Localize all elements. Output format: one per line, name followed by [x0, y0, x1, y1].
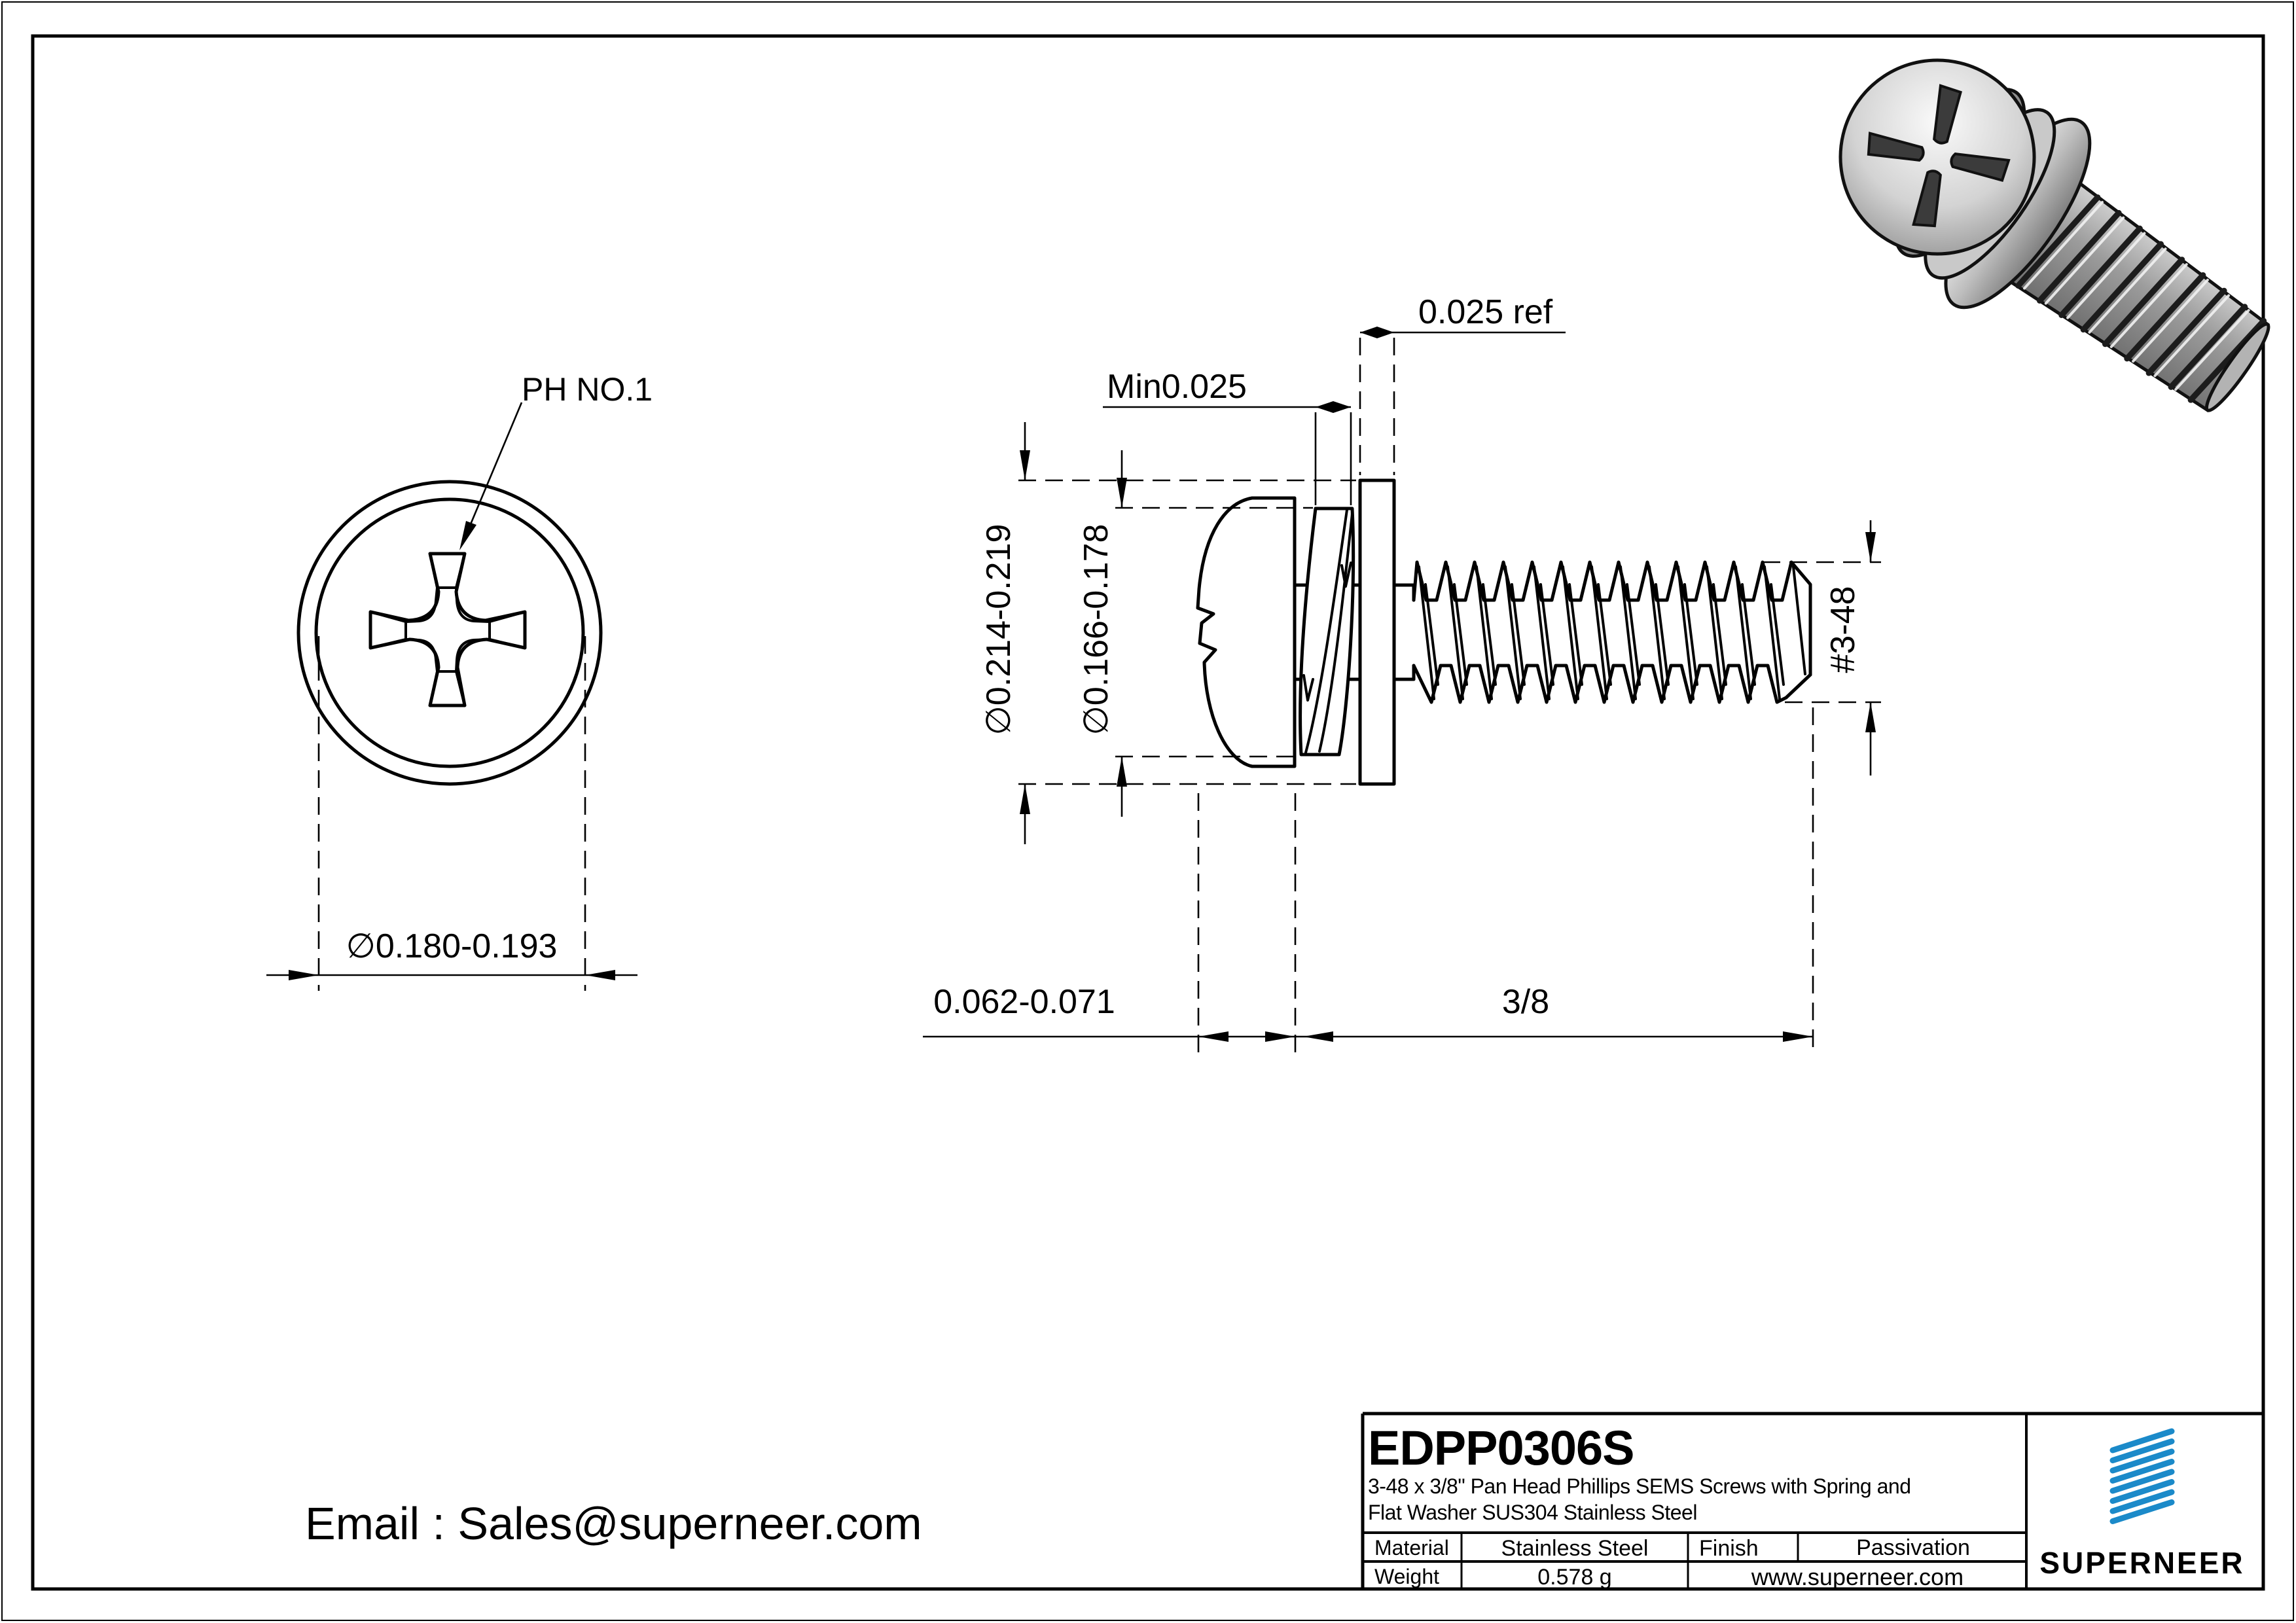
- spring-washer-thickness-text: Min0.025: [1107, 368, 1247, 406]
- title-block: EDPP0306S 3-48 x 3/8" Pan Head Phillips …: [1361, 1412, 2263, 1590]
- material-label: Material: [1374, 1536, 1449, 1560]
- drive-label: PH NO.1: [522, 371, 653, 408]
- description-line2: Flat Washer SUS304 Stainless Steel: [1368, 1501, 1697, 1524]
- head-outline-front: [314, 497, 585, 768]
- flat-washer-od-dimension: ∅0.214-0.219: [980, 422, 1356, 844]
- flat-washer-od-text: ∅0.214-0.219: [980, 524, 1018, 736]
- finish-label: Finish: [1699, 1536, 1759, 1561]
- title-block-lines: [1361, 1412, 2263, 1589]
- finish-value: Passivation: [1856, 1535, 1970, 1560]
- description-line1: 3-48 x 3/8" Pan Head Phillips SEMS Screw…: [1368, 1474, 1911, 1498]
- website-link[interactable]: www.superneer.com: [1751, 1563, 1964, 1590]
- logo-stripes-icon: [2109, 1428, 2175, 1524]
- contact-email: Email : Sales@superneer.com: [305, 1498, 922, 1549]
- material-value: Stainless Steel: [1501, 1536, 1649, 1561]
- part-number: EDPP0306S: [1368, 1421, 1634, 1475]
- threaded-shaft: [1412, 560, 1812, 704]
- spring-washer-od-text: ∅0.166-0.178: [1077, 524, 1115, 736]
- front-head-dia-dimension: ∅0.180-0.193: [266, 636, 637, 991]
- thread-callout-dimension: #3-48: [1763, 520, 1881, 776]
- pan-head-side: [1196, 496, 1297, 768]
- flat-washer-side: [1358, 478, 1396, 786]
- head-height-text: 0.062-0.071: [933, 983, 1115, 1021]
- spring-washer-thickness-dimension: Min0.025: [1103, 368, 1352, 505]
- flat-washer-thickness-text: 0.025 ref: [1418, 293, 1553, 331]
- drive-callout: PH NO.1: [459, 371, 653, 550]
- thread-callout-text: #3-48: [1824, 586, 1862, 673]
- brand-wordmark: SUPERNEER: [2039, 1546, 2244, 1580]
- screw-3d-render: [1839, 58, 2270, 413]
- side-view: ∅0.214-0.219 ∅0.166-0.178 Min0.025: [923, 293, 1881, 1056]
- spring-washer-side: [1299, 507, 1355, 757]
- brand-logo: SUPERNEER: [2039, 1428, 2244, 1580]
- flat-washer-outline-front: [296, 480, 603, 786]
- weight-value: 0.578 g: [1537, 1565, 1611, 1590]
- spring-washer-od-dimension: ∅0.166-0.178: [1077, 450, 1313, 817]
- screw-length-text: 3/8: [1502, 983, 1549, 1021]
- front-head-dia-text: ∅0.180-0.193: [346, 927, 558, 965]
- weight-label: Weight: [1374, 1565, 1439, 1588]
- length-dimensions: 0.062-0.071 3/8: [923, 707, 1814, 1056]
- phillips-recess-icon: [368, 552, 527, 707]
- front-view: PH NO.1 ∅0.180-0.193: [266, 371, 653, 991]
- flat-washer-thickness-dimension: 0.025 ref: [1359, 293, 1566, 475]
